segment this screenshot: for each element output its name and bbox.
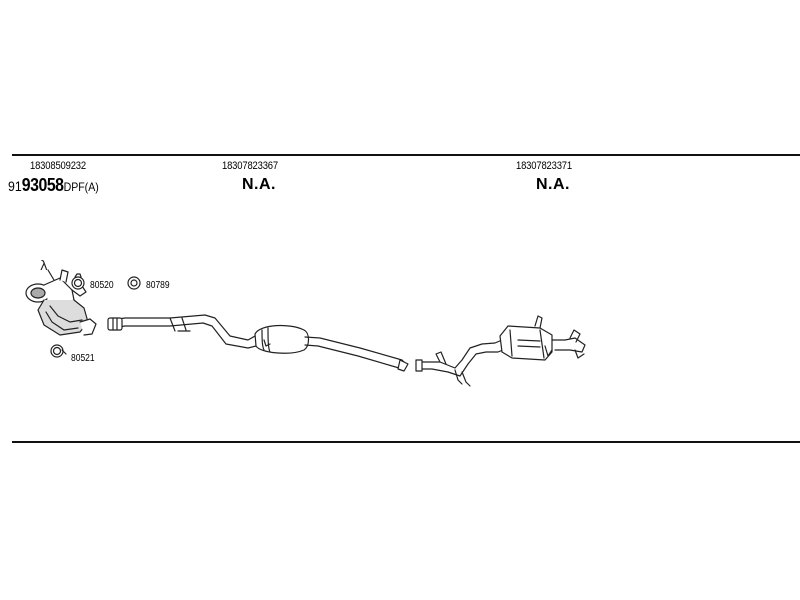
rear-pipe-with-muffler xyxy=(415,315,586,387)
small-part-label-clamp: 80520 xyxy=(90,280,114,291)
gasket-80789-icon xyxy=(127,276,141,290)
kit-code: 9193058DPF(A) xyxy=(8,176,99,195)
status-rear: N.A. xyxy=(536,176,570,193)
clamp-80520-icon xyxy=(71,273,85,290)
part-number-middle: 18307823367 xyxy=(222,160,278,172)
lambda-sensor-lead xyxy=(47,269,55,281)
middle-pipe-with-silencer xyxy=(107,314,409,372)
kit-code-main: 93058 xyxy=(21,175,64,195)
kit-code-suffix: DPF(A) xyxy=(63,180,99,194)
status-middle: N.A. xyxy=(242,176,276,193)
ring-80521-icon xyxy=(50,344,67,358)
bottom-divider-line xyxy=(12,441,800,443)
kit-code-prefix: 91 xyxy=(8,178,22,194)
catalytic-converter-dpf xyxy=(25,269,97,336)
part-number-rear: 18307823371 xyxy=(516,160,572,172)
small-part-label-gasket: 80789 xyxy=(146,280,170,291)
small-part-label-ring: 80521 xyxy=(71,353,95,364)
part-number-front: 18308509232 xyxy=(30,160,86,172)
top-divider-line xyxy=(12,154,800,156)
lambda-sensor-symbol: λ xyxy=(40,259,48,274)
